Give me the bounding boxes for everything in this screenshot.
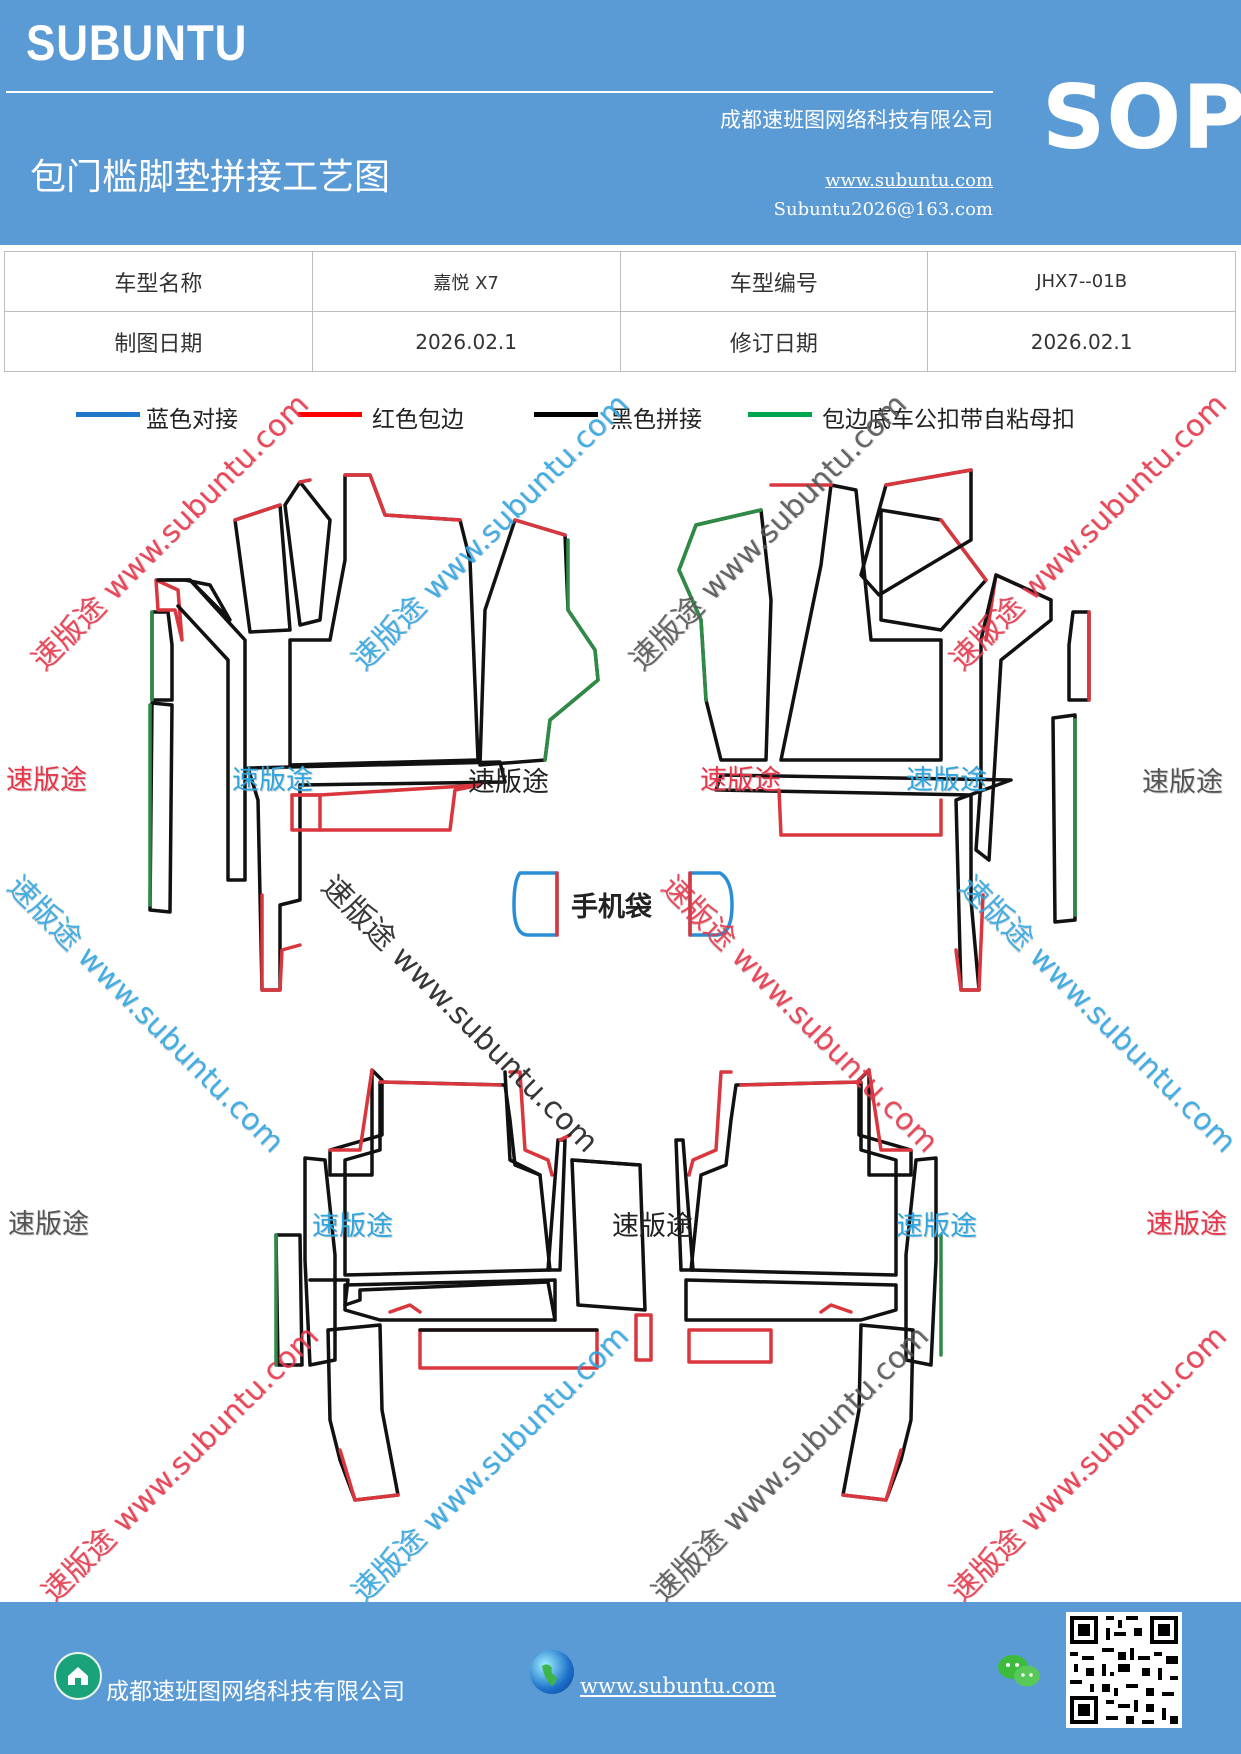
watermark: 速版途 bbox=[8, 1209, 89, 1240]
footer-website-link[interactable]: www.subuntu.com bbox=[580, 1674, 776, 1698]
footer-company: 成都速班图网络科技有限公司 bbox=[106, 1679, 405, 1705]
home-icon bbox=[54, 1652, 102, 1700]
header-divider bbox=[6, 91, 993, 93]
legend-swatch-red bbox=[298, 412, 362, 417]
model-name-label: 车型名称 bbox=[4, 251, 313, 312]
model-name-value: 嘉悦 X7 bbox=[311, 251, 621, 312]
watermark: 速版途 bbox=[612, 1211, 693, 1242]
legend-swatch-black bbox=[534, 412, 598, 417]
watermark: 速版途 bbox=[6, 765, 87, 796]
table-row: 制图日期 2026.02.1 修订日期 2026.02.1 bbox=[4, 311, 1236, 372]
watermark: 速版途 bbox=[468, 767, 549, 798]
rear-left-mat bbox=[274, 1068, 599, 1502]
revise-date-value: 2026.02.1 bbox=[927, 311, 1236, 372]
watermark: 速版途 bbox=[700, 765, 781, 796]
draw-date-value: 2026.02.1 bbox=[311, 311, 621, 372]
legend-swatch-blue bbox=[76, 412, 140, 417]
legend-label: 蓝色对接 bbox=[146, 407, 238, 433]
rear-right-mat bbox=[634, 1068, 943, 1502]
legend-swatch-green bbox=[748, 412, 812, 417]
table-row: 车型名称 嘉悦 X7 车型编号 JHX7--01B bbox=[4, 251, 1236, 312]
watermark: 速版途 bbox=[1142, 767, 1223, 798]
qr-code[interactable] bbox=[1066, 1612, 1182, 1728]
header-band: SUBUNTU 成都速班图网络科技有限公司 SOP 包门槛脚垫拼接工艺图 www… bbox=[0, 0, 1241, 245]
model-code-label: 车型编号 bbox=[619, 251, 929, 312]
watermark: 速版途 bbox=[312, 1211, 393, 1242]
front-left-mat bbox=[148, 473, 600, 992]
watermark: 速版途 bbox=[232, 765, 313, 796]
globe-icon bbox=[530, 1650, 574, 1694]
model-code-value: JHX7--01B bbox=[927, 251, 1236, 312]
brand-logo-text: SUBUNTU bbox=[26, 15, 248, 71]
watermark: 速版途 bbox=[906, 765, 987, 796]
draw-date-label: 制图日期 bbox=[4, 311, 313, 372]
phone-pocket-label: 手机袋 bbox=[571, 892, 652, 923]
document-title: 包门槛脚垫拼接工艺图 bbox=[30, 157, 391, 198]
legend-label: 黑色拼接 bbox=[610, 407, 702, 433]
wechat-icon[interactable] bbox=[996, 1652, 1042, 1692]
watermark: 速版途 bbox=[896, 1211, 977, 1242]
legend-label: 包边底车公扣带自粘母扣 bbox=[822, 407, 1075, 433]
header-email[interactable]: Subuntu2026@163.com bbox=[773, 199, 993, 220]
phone-pocket-pieces bbox=[512, 871, 734, 937]
front-right-mat bbox=[677, 468, 1091, 992]
sop-badge: SOP bbox=[1042, 66, 1241, 169]
watermark: 速版途 bbox=[1146, 1209, 1227, 1240]
header-company: 成都速班图网络科技有限公司 bbox=[720, 108, 993, 132]
legend-label: 红色包边 bbox=[372, 407, 464, 433]
revise-date-label: 修订日期 bbox=[619, 311, 929, 372]
vehicle-info-table: 车型名称 嘉悦 X7 车型编号 JHX7--01B 制图日期 2026.02.1… bbox=[4, 251, 1236, 372]
header-website-link[interactable]: www.subuntu.com bbox=[825, 170, 993, 191]
